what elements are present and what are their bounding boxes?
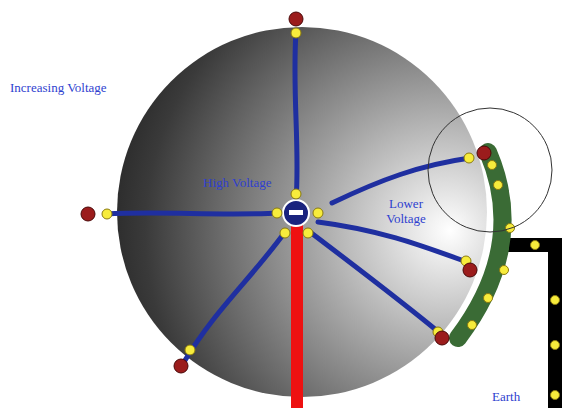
annotation-label: Earth [492,389,542,404]
surface-charges [81,12,491,373]
charge-path [106,213,280,214]
annotation-label: Increasing Voltage [10,80,150,95]
charge-path [295,32,297,200]
feed-rod [291,215,303,408]
charge-path [184,232,285,362]
charge-path [310,232,441,334]
minus-sign [289,210,303,215]
charge-paths [106,32,470,362]
charges [102,28,560,400]
charge-path [332,158,470,203]
electrode [283,200,309,226]
collector-band [458,152,503,338]
detail-circle [428,108,552,232]
voltage-label: High Voltage [203,175,293,190]
voltage-label: Lower Voltage [380,196,432,226]
earth-wire [505,245,555,408]
